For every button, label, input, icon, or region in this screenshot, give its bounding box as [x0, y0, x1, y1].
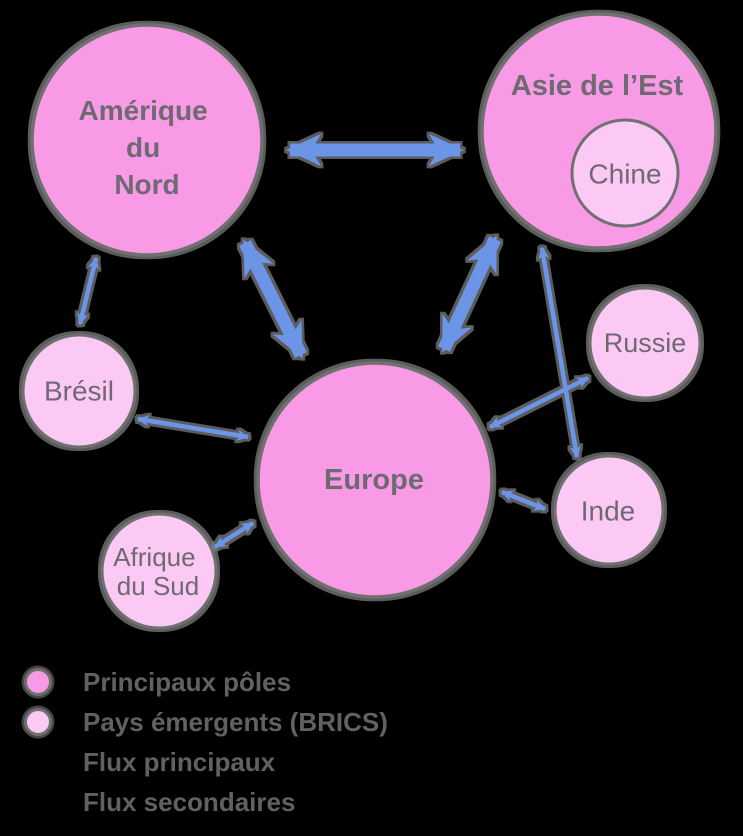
principal-circle-icon [10, 668, 66, 696]
edges-layer [77, 133, 590, 549]
edge-amerique-europe [239, 239, 307, 359]
thin-double-arrow-icon [10, 789, 66, 815]
legend-label: Pays émergents (BRICS) [83, 707, 388, 737]
node-europe-label: Europe [324, 464, 424, 496]
legend: Principaux pôles Pays émergents (BRICS) … [10, 662, 388, 822]
edge-europe-afrique-du-sud [213, 521, 255, 549]
edge-europe-russie [488, 375, 590, 430]
node-afrique-du-sud-label: Afrique du Sud [113, 542, 203, 601]
edge-asie-inde [538, 246, 581, 459]
legend-item-principal: Principaux pôles [10, 662, 388, 702]
thick-double-arrow-icon [10, 747, 66, 777]
node-chine-circle [570, 118, 680, 228]
node-europe-circle [256, 361, 494, 599]
node-inde-label: Inde [581, 496, 636, 527]
emergent-circle-icon [10, 708, 66, 736]
node-bresil-circle [21, 333, 137, 449]
legend-label: Principaux pôles [83, 667, 292, 697]
legend-item-flux-principaux: Flux principaux [10, 742, 388, 782]
node-bresil-label: Brésil [44, 376, 114, 407]
node-afrique-du-sud-circle [100, 512, 218, 630]
nodes-layer [21, 12, 718, 630]
legend-label: Flux secondaires [83, 787, 296, 817]
node-russie-label: Russie [604, 328, 687, 358]
legend-label: Flux principaux [83, 747, 276, 777]
edge-asie-europe [438, 235, 501, 353]
labels-layer: Amérique du Nord Asie de l’Est Chine Eur… [44, 70, 686, 601]
edge-bresil-europe [136, 415, 250, 441]
node-amerique-du-nord-label: Amérique du Nord [79, 95, 216, 200]
node-inde-circle [553, 454, 665, 566]
node-amerique-du-nord-circle [30, 23, 264, 257]
edge-amerique-bresil [77, 256, 99, 326]
node-russie-circle [588, 286, 702, 400]
legend-item-flux-secondaires: Flux secondaires [10, 782, 388, 822]
legend-item-emergent: Pays émergents (BRICS) [10, 702, 388, 742]
node-asie-de-l-est-label: Asie de l’Est [511, 70, 684, 102]
edge-europe-inde [500, 489, 547, 512]
node-chine-label: Chine [588, 159, 661, 190]
